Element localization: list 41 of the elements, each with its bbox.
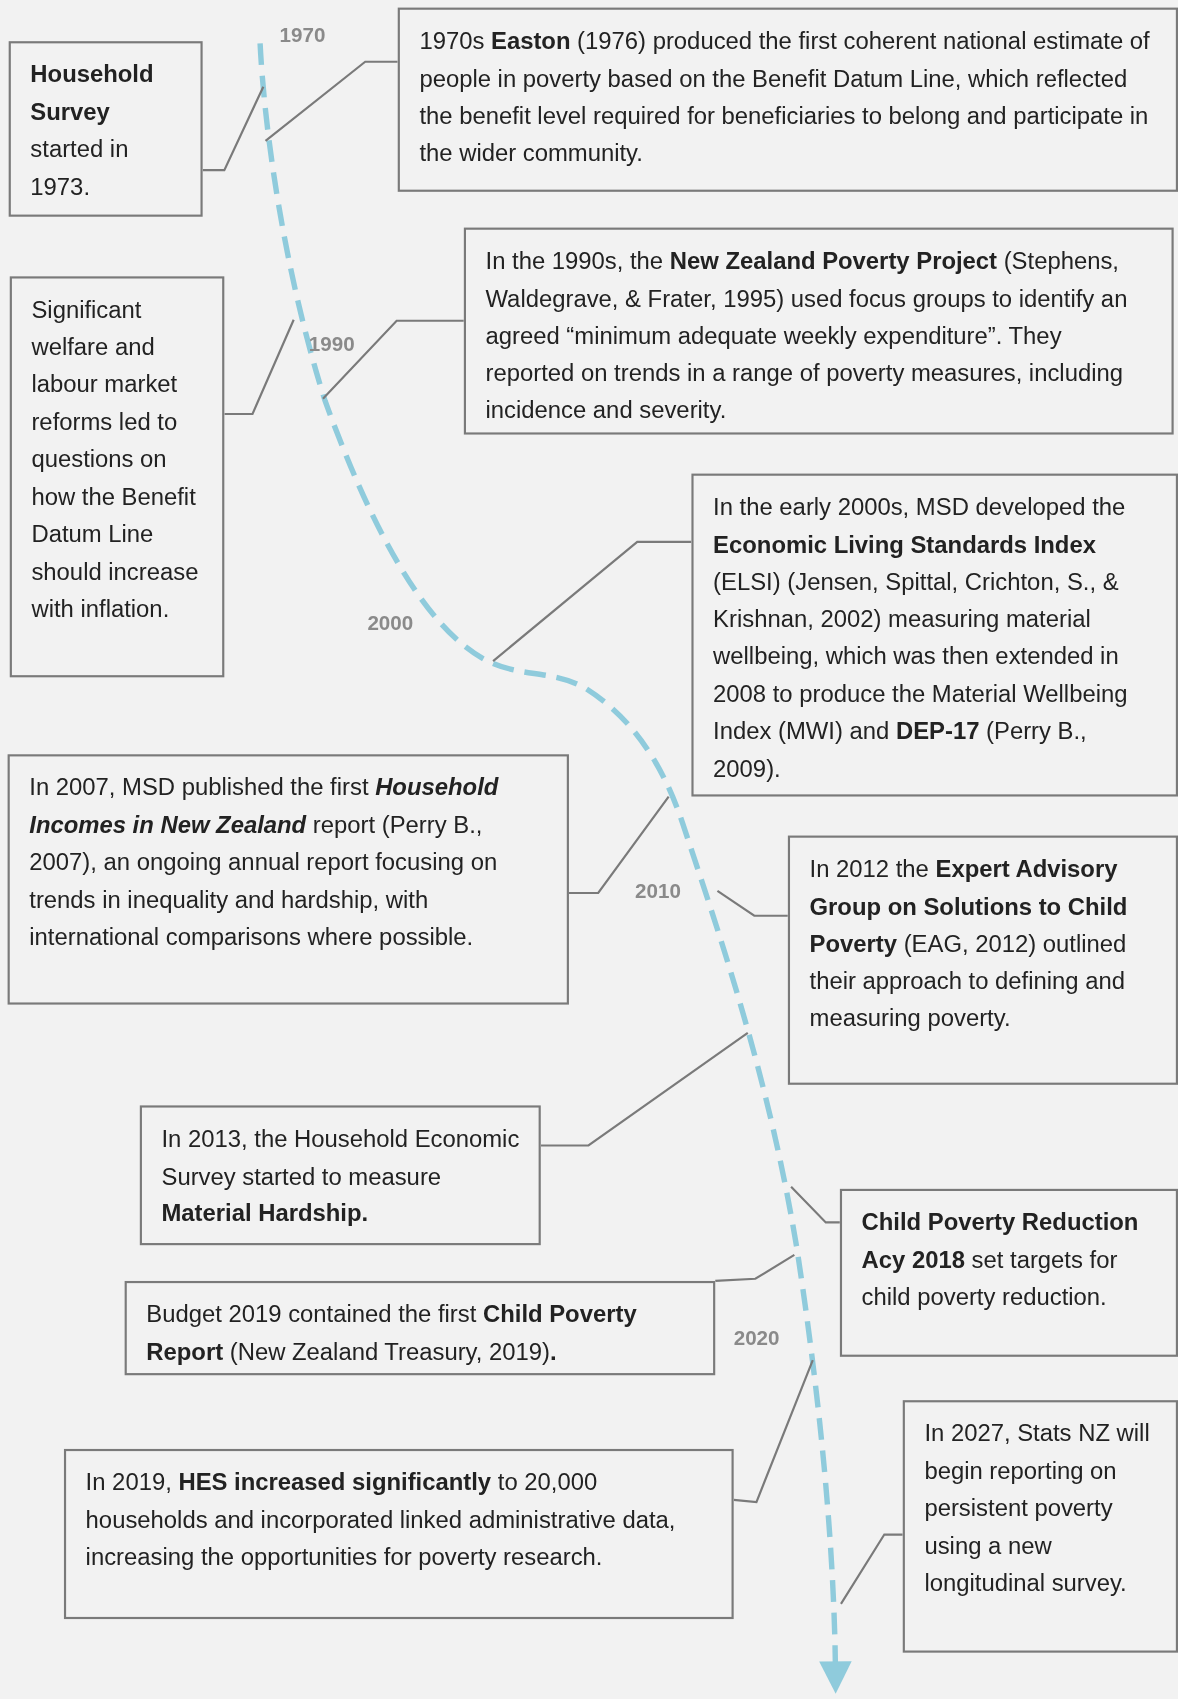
event-text: Significant welfare and labour market reforms led to questions on how the Benefit Datum Line should increase with inflation. (31, 294, 200, 625)
leader-line (264, 60, 398, 142)
year-label: 2020 (733, 1326, 780, 1351)
event-text: In 2019, HES increased significantly to 20,000 households and incorporated linked administrative data, increasing the opportunities for poverty research. (85, 1467, 677, 1573)
leader-line (716, 889, 788, 917)
event-box (124, 1280, 716, 1376)
event-box (397, 7, 1178, 192)
event-text: In 2013, the Household Economic Survey started to measure Material Hardship. (161, 1123, 521, 1229)
event-box (9, 276, 225, 678)
year-label: 1970 (279, 23, 326, 48)
leader-line (733, 1359, 814, 1504)
leader-line (840, 1533, 903, 1605)
leader-line (540, 1031, 749, 1147)
event-box (8, 41, 203, 217)
event-box (63, 1448, 734, 1620)
leader-line (202, 86, 265, 172)
leader-line (715, 1254, 795, 1283)
event-text: 1970s Easton (1976) produced the first coherent national estimate of people in poverty based on the Benefit Datum Line, which reflected the benefit level required for beneficiaries to belong and participate in the wider community. (419, 26, 1151, 169)
event-text: In 2007, MSD published the first Household Incomes in New Zealand report (Perry B., 2007), an ongoing annual report focusing on trends in inequality and hardship, with international comparisons where possible. (29, 772, 500, 953)
leader-line (322, 319, 464, 400)
event-text: Household Survey started in 1973. (30, 59, 155, 202)
event-box (839, 1188, 1178, 1357)
year-label: 2010 (635, 880, 681, 904)
event-box (7, 754, 569, 1005)
event-text: In the 1990s, the New Zealand Poverty Project (Stephens, Waldegrave, & Frater, 1995) used focus groups to identify an agreed “minimum adequate weekly expenditure”. They reported on trends in a range of poverty measures, including incidence and severity. (485, 246, 1129, 426)
event-text: In 2027, Stats NZ will begin reporting on persistent poverty using a new longitudinal survey. (924, 1418, 1151, 1599)
event-box (787, 835, 1178, 1085)
event-box (902, 1400, 1178, 1653)
event-box (463, 227, 1174, 435)
event-text: In the early 2000s, MSD developed the Economic Living Standards Index (ELSI) (Jensen, Spittal, Crichton, S., & Krishnan, 2002) measuring material wellbeing, which was then extended in 2008 to produce the Material Wellbeing Index (MWI) and DEP-17 (Perry B., 2009). (713, 492, 1129, 784)
leader-line (492, 540, 692, 662)
leader-line (790, 1185, 840, 1224)
event-box (139, 1105, 541, 1246)
event-text: Budget 2019 contained the first Child Poverty Report (New Zealand Treasury, 2019). (146, 1299, 638, 1367)
leader-line (224, 319, 295, 416)
event-text: Child Poverty Reduction Acy 2018 set targets for child poverty reduction. (861, 1207, 1140, 1313)
event-box (691, 473, 1178, 797)
leader-line (568, 795, 670, 895)
year-label: 1990 (308, 332, 355, 357)
year-label: 2000 (367, 611, 414, 636)
event-text: In 2012 the Expert Advisory Group on Solutions to Child Poverty (EAG, 2012) outlined their approach to defining and measuring poverty. (809, 854, 1129, 1034)
